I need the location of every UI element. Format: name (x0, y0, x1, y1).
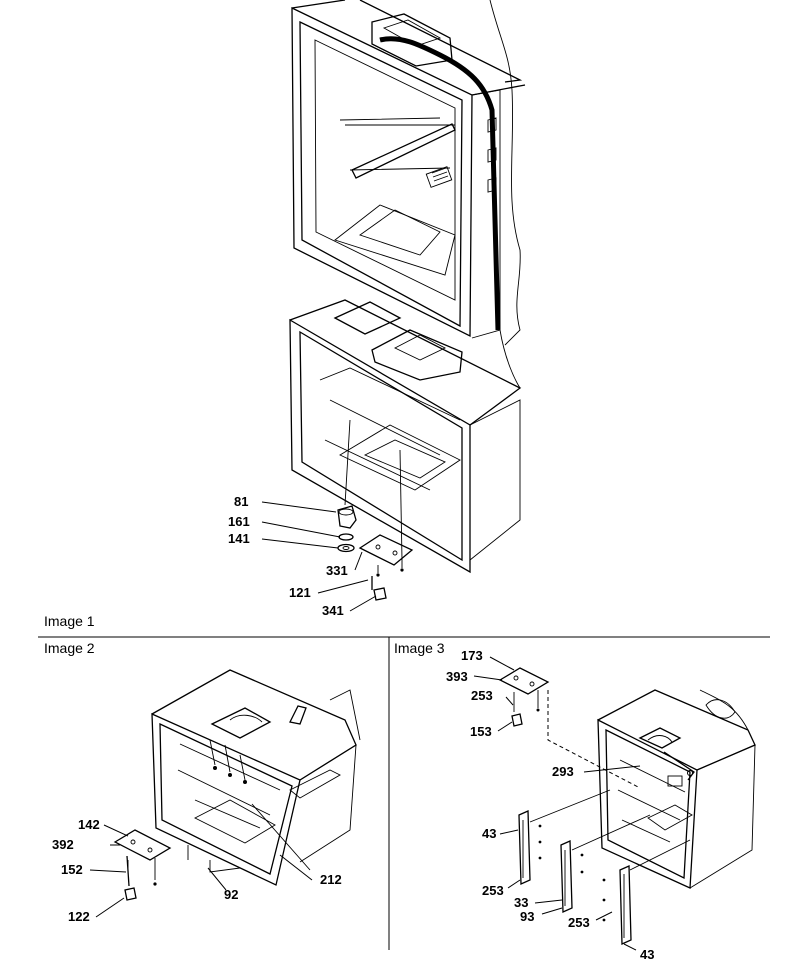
callout-33: 33 (514, 895, 528, 910)
image1-parts (337, 505, 414, 601)
callout-253: 253 (482, 883, 504, 898)
callout-153: 153 (470, 724, 492, 739)
callout-81: 81 (234, 494, 248, 509)
callout-152: 152 (61, 862, 83, 877)
panel-title-image2: Image 2 (44, 640, 95, 656)
image2-compartment-drawing (151, 669, 361, 886)
upper-compartment-drawing (291, 0, 526, 346)
lower-compartment-drawing (289, 299, 522, 574)
callout-173: 173 (461, 648, 483, 663)
callout-142: 142 (78, 817, 100, 832)
callout-253: 253 (471, 688, 493, 703)
callout-341: 341 (322, 603, 344, 618)
callout-43: 43 (482, 826, 496, 841)
callout-92: 92 (224, 887, 238, 902)
callout-293: 293 (552, 764, 574, 779)
callout-93: 93 (520, 909, 534, 924)
callout-121: 121 (289, 585, 311, 600)
callout-331: 331 (326, 563, 348, 578)
callout-253: 253 (568, 915, 590, 930)
image3-compartment-drawing (597, 689, 756, 889)
image2-parts (113, 803, 311, 901)
callout-161: 161 (228, 514, 250, 529)
image3-leader-lines (473, 656, 641, 951)
callout-122: 122 (68, 909, 90, 924)
callout-393: 393 (446, 669, 468, 684)
callout-392: 392 (52, 837, 74, 852)
callout-141: 141 (228, 531, 250, 546)
image1-leader-lines (261, 501, 377, 612)
image3-parts (498, 667, 691, 945)
panel-title-image1: Image 1 (44, 613, 95, 629)
callout-43: 43 (640, 947, 654, 962)
image2-leader-lines (89, 824, 313, 918)
panel-title-image3: Image 3 (394, 640, 445, 656)
callout-212: 212 (320, 872, 342, 887)
